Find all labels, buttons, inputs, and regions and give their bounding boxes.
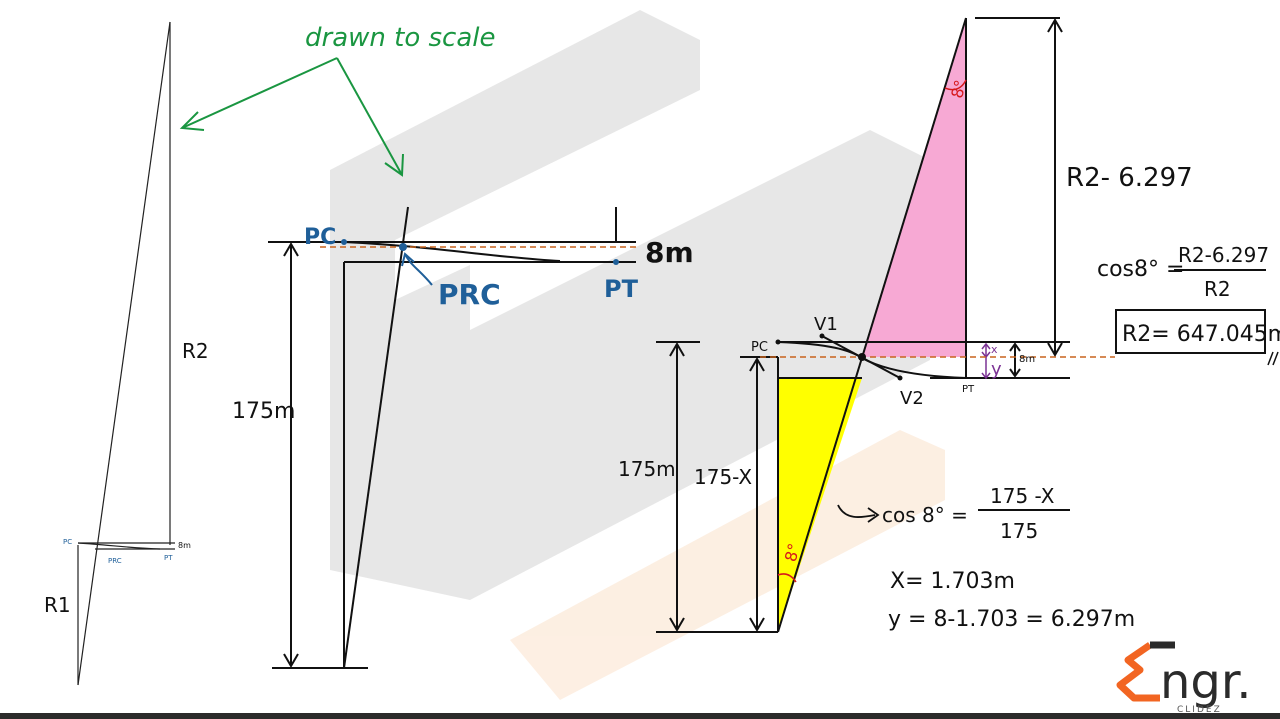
- middle-pt-dot: [613, 259, 619, 265]
- yellow-triangle: [778, 378, 862, 632]
- small-r2-label: R2: [182, 339, 209, 363]
- cos-bottom-arrow: [837, 504, 876, 519]
- middle-prc-dot: [399, 243, 407, 251]
- v2-label: V2: [900, 388, 924, 409]
- cos-bottom-denominator: 175: [1000, 519, 1038, 543]
- logo-subtext: CLIDEZ: [1177, 705, 1222, 715]
- cos-top-denominator: R2: [1204, 277, 1231, 301]
- drawn-to-scale-note: drawn to scale: [305, 23, 496, 53]
- middle-pc-dot: [341, 239, 347, 245]
- right-pt-label: PT: [962, 384, 975, 395]
- drawn-to-scale-arrows: [179, 57, 404, 177]
- angle-arc-top: [944, 79, 967, 91]
- angle-top-label: 8°: [947, 78, 970, 100]
- small-figure: [77, 21, 175, 686]
- r2-minus-label: R2- 6.297: [1066, 163, 1193, 193]
- small-pt-label: PT: [164, 554, 173, 562]
- x-label: x: [991, 343, 998, 356]
- y-result: y = 8-1.703 = 6.297m: [888, 607, 1135, 632]
- cos-bottom-lhs: cos 8° =: [882, 503, 968, 527]
- right-offset-label: 8m: [1019, 354, 1035, 365]
- middle-height-label: 175m: [232, 399, 295, 424]
- x-result: X= 1.703m: [890, 569, 1015, 594]
- cos-top-numerator: R2-6.297: [1178, 243, 1269, 267]
- middle-pc-label: PC: [304, 225, 336, 250]
- engr-logo: ngr. CLIDEZ: [1116, 641, 1251, 715]
- xy-dimension: [981, 342, 991, 380]
- middle-offset-label: 8m: [645, 236, 694, 269]
- right-pc-label: PC: [751, 340, 768, 355]
- logo-text: ngr.: [1160, 654, 1251, 710]
- right-height-label: 175m: [618, 457, 676, 481]
- cos-bottom-numerator: 175 -X: [990, 484, 1055, 508]
- y-label: y: [991, 359, 1002, 380]
- right-pc-dot: [775, 339, 781, 345]
- right-figure: [656, 17, 1070, 633]
- bottom-border: [0, 713, 1280, 719]
- prc-arrow: [401, 252, 433, 286]
- small-r1-label: R1: [44, 593, 71, 617]
- double-slash-mark: [1267, 351, 1279, 366]
- small-offset-label: 8m: [178, 541, 191, 550]
- angle-bottom-label: 8°: [781, 541, 804, 563]
- middle-pt-label: PT: [604, 275, 639, 303]
- background-watermark: [330, 10, 945, 700]
- r2-result-box: [1115, 309, 1266, 354]
- right-prc-dot: [858, 353, 866, 361]
- logo-e-mark: [1116, 642, 1160, 702]
- small-prc-label: PRC: [108, 557, 122, 565]
- right-v1-dot: [819, 333, 825, 339]
- middle-figure: [268, 206, 636, 669]
- right-v2-dot: [897, 375, 903, 381]
- cos-bottom-arrowhead: [867, 507, 880, 523]
- v1-label: V1: [814, 314, 838, 335]
- angle-arc-bottom: [777, 573, 797, 583]
- height-minus-x-label: 175-X: [694, 465, 752, 489]
- middle-prc-label: PRC: [438, 278, 501, 311]
- cos-top-lhs: cos8° =: [1097, 257, 1184, 282]
- small-pc-label: PC: [63, 538, 72, 546]
- r2-result: R2= 647.045m: [1122, 322, 1280, 347]
